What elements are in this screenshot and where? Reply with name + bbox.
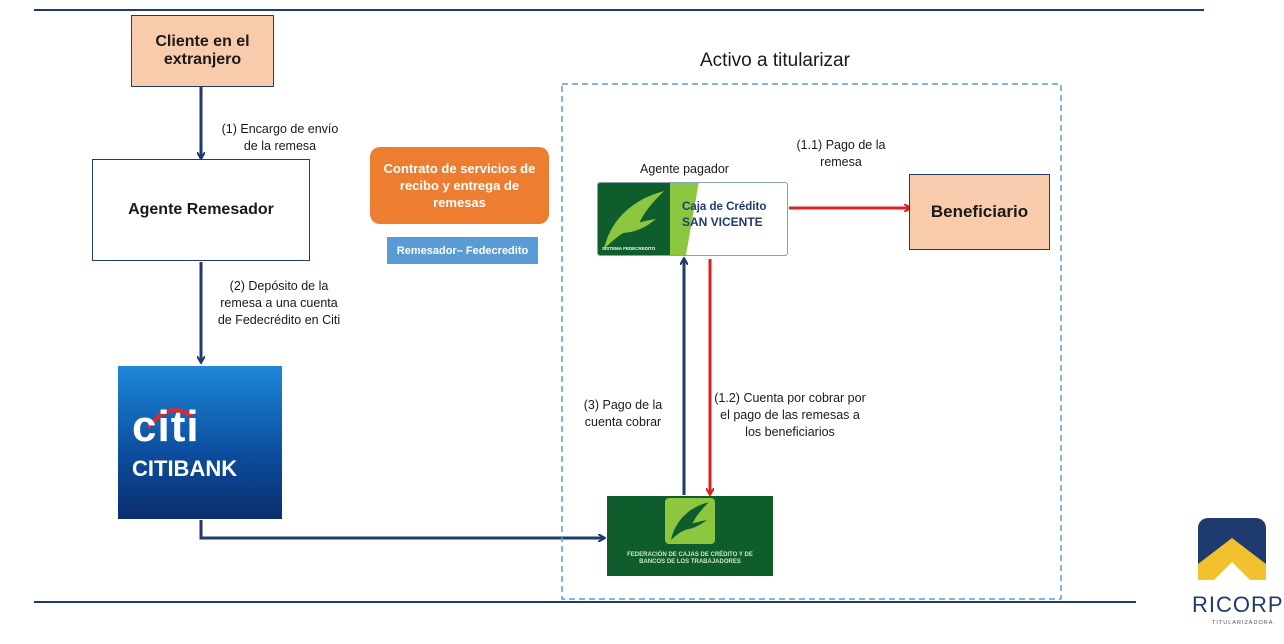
arrow-citi-to-fedecredito [199, 520, 604, 538]
beneficiary-label: Beneficiario [930, 202, 1029, 221]
caja-line2: SAN VICENTE [682, 215, 763, 229]
contract-tag: Remesador– Fedecredito [387, 237, 538, 264]
top-rule [34, 9, 1204, 11]
fedecredito-emblem-icon [665, 498, 715, 544]
securitized-asset-boundary [561, 83, 1062, 600]
beneficiary-box: Beneficiario [909, 174, 1050, 250]
bottom-rule [34, 601, 1136, 603]
citi-arc-icon [146, 408, 194, 430]
remitter-label: Agente Remesador [128, 201, 274, 218]
caja-line1: Caja de Crédito [682, 201, 767, 213]
remitter-box: Agente Remesador [92, 159, 310, 261]
caja-small-text: SISTEMA FEDECREDITO [602, 246, 656, 251]
step2-label: (2) Depósito de la remesa a una cuenta d… [217, 279, 341, 327]
citibank-logo: citi CITIBANK [118, 366, 282, 519]
step11-label: (1.1) Pago de la remesa [796, 138, 886, 169]
caja-de-credito-logo: Caja de Crédito SAN VICENTE SISTEMA FEDE… [597, 182, 788, 256]
securitized-asset-title: Activo a titularizar [700, 50, 850, 71]
step3-label: (3) Pago de la cuenta cobrar [583, 398, 663, 429]
client-label: Cliente en el extranjero [155, 33, 250, 68]
fedecredito-name: FEDERACIÓN DE CAJAS DE CRÉDITO Y DE BANC… [627, 552, 753, 565]
citi-wordmark: citi [132, 402, 200, 451]
step12-label: (1.2) Cuenta por cobrar por el pago de l… [714, 391, 866, 439]
citibank-wordmark: CITIBANK [132, 456, 238, 481]
paying-agent-label: Agente pagador [640, 162, 729, 176]
ricorp-emblem-icon [1198, 518, 1266, 580]
fedecredito-leaf-icon [598, 183, 670, 255]
contract-label: Contrato de servicios de recibo y entreg… [383, 161, 536, 210]
ricorp-wordmark: RICORP [1192, 592, 1284, 617]
ricorp-subtitle: TITULARIZADORA [1212, 620, 1274, 626]
contract-box: Contrato de servicios de recibo y entreg… [370, 147, 549, 224]
contract-tag-label: Remesador– Fedecredito [396, 244, 529, 257]
fedecredito-logo: FEDERACIÓN DE CAJAS DE CRÉDITO Y DE BANC… [607, 496, 773, 576]
client-box: Cliente en el extranjero [131, 15, 274, 87]
step1-label: (1) Encargo de envío de la remesa [221, 122, 339, 153]
ricorp-logo: RICORP TITULARIZADORA [1160, 516, 1284, 644]
